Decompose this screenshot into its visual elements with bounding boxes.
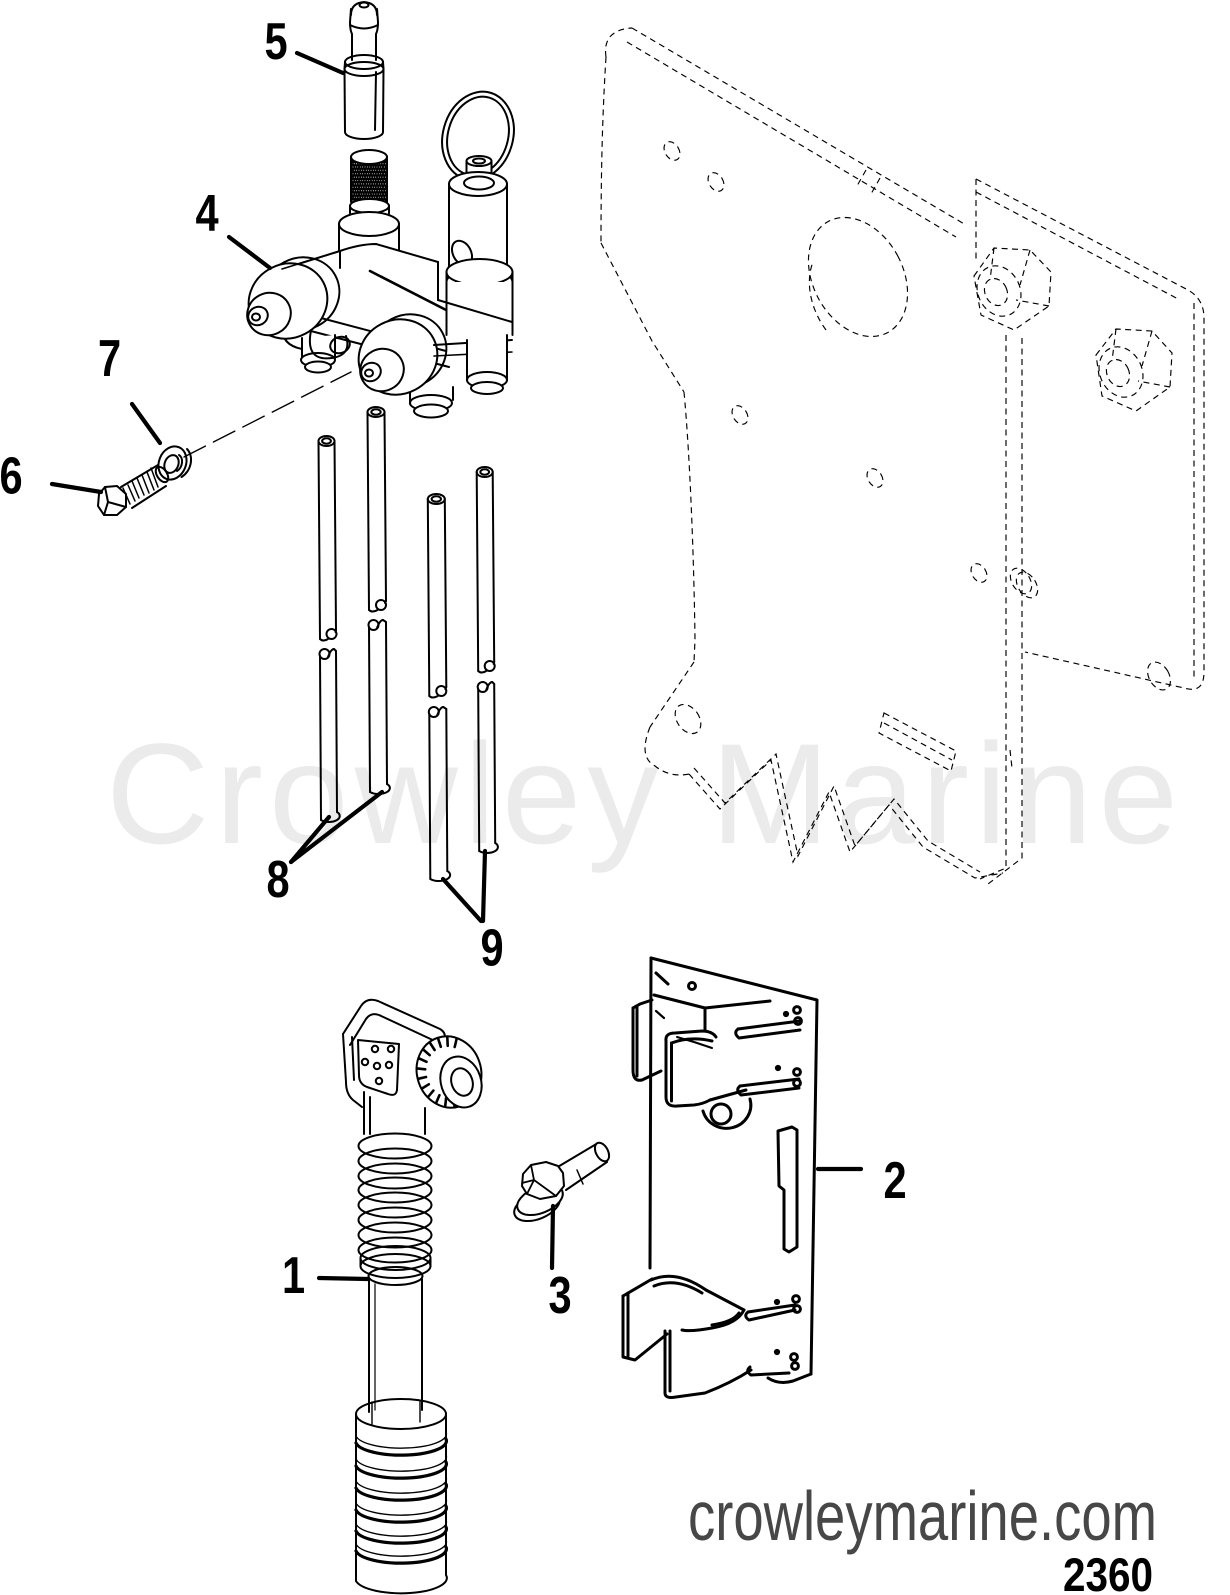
svg-text:2360: 2360: [1063, 1548, 1153, 1595]
svg-text:crowleymarine.com: crowleymarine.com: [688, 1477, 1157, 1555]
svg-text:8: 8: [267, 850, 290, 909]
svg-text:9: 9: [481, 918, 504, 977]
svg-text:7: 7: [98, 329, 121, 388]
svg-text:1: 1: [282, 1246, 305, 1305]
svg-text:Crowley Marine: Crowley Marine: [106, 715, 1178, 874]
svg-text:2: 2: [884, 1151, 907, 1210]
svg-text:6: 6: [0, 446, 23, 505]
svg-text:4: 4: [196, 184, 219, 243]
svg-text:3: 3: [549, 1266, 572, 1325]
svg-text:5: 5: [265, 12, 288, 71]
